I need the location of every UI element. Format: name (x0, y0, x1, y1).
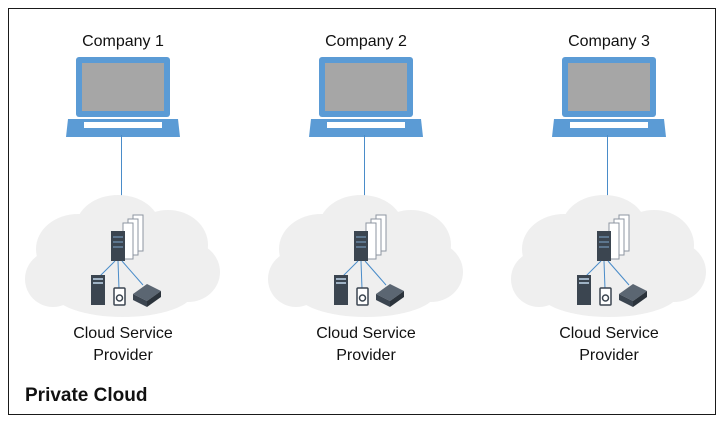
cloud-shape (25, 195, 220, 317)
company-3-label: Company 3 (568, 33, 650, 50)
cloud-shape (511, 195, 706, 317)
connector-line (364, 135, 365, 213)
server-rack-icon (354, 214, 387, 261)
cloud-shape (268, 195, 463, 317)
company-1-group: Company 1 (23, 9, 223, 379)
connector-line (121, 135, 122, 213)
private-cloud-title: Private Cloud (25, 385, 148, 406)
laptop-icon (66, 57, 180, 137)
tower-server-icon (334, 275, 348, 305)
private-cloud-frame: Company 1 (8, 8, 716, 415)
hard-disk-icon (356, 287, 369, 306)
cloud-service-provider-label: Cloud Service Provider (559, 325, 659, 364)
storage-drive-icon (376, 284, 404, 307)
laptop-icon (309, 57, 423, 137)
company-1-label: Company 1 (82, 33, 164, 50)
company-2-label: Company 2 (325, 33, 407, 50)
server-rack-icon (597, 214, 630, 261)
cloud-service-provider-label: Cloud Service Provider (73, 325, 173, 364)
storage-drive-icon (619, 284, 647, 307)
connector-line (607, 135, 608, 213)
company-3-group: Company 3 (509, 9, 709, 379)
tower-server-icon (91, 275, 105, 305)
tower-server-icon (577, 275, 591, 305)
cloud-service-provider-label: Cloud Service Provider (316, 325, 416, 364)
company-2-group: Company 2 (266, 9, 466, 379)
laptop-icon (552, 57, 666, 137)
storage-drive-icon (133, 284, 161, 307)
server-rack-icon (111, 214, 144, 261)
hard-disk-icon (599, 287, 612, 306)
hard-disk-icon (113, 287, 126, 306)
